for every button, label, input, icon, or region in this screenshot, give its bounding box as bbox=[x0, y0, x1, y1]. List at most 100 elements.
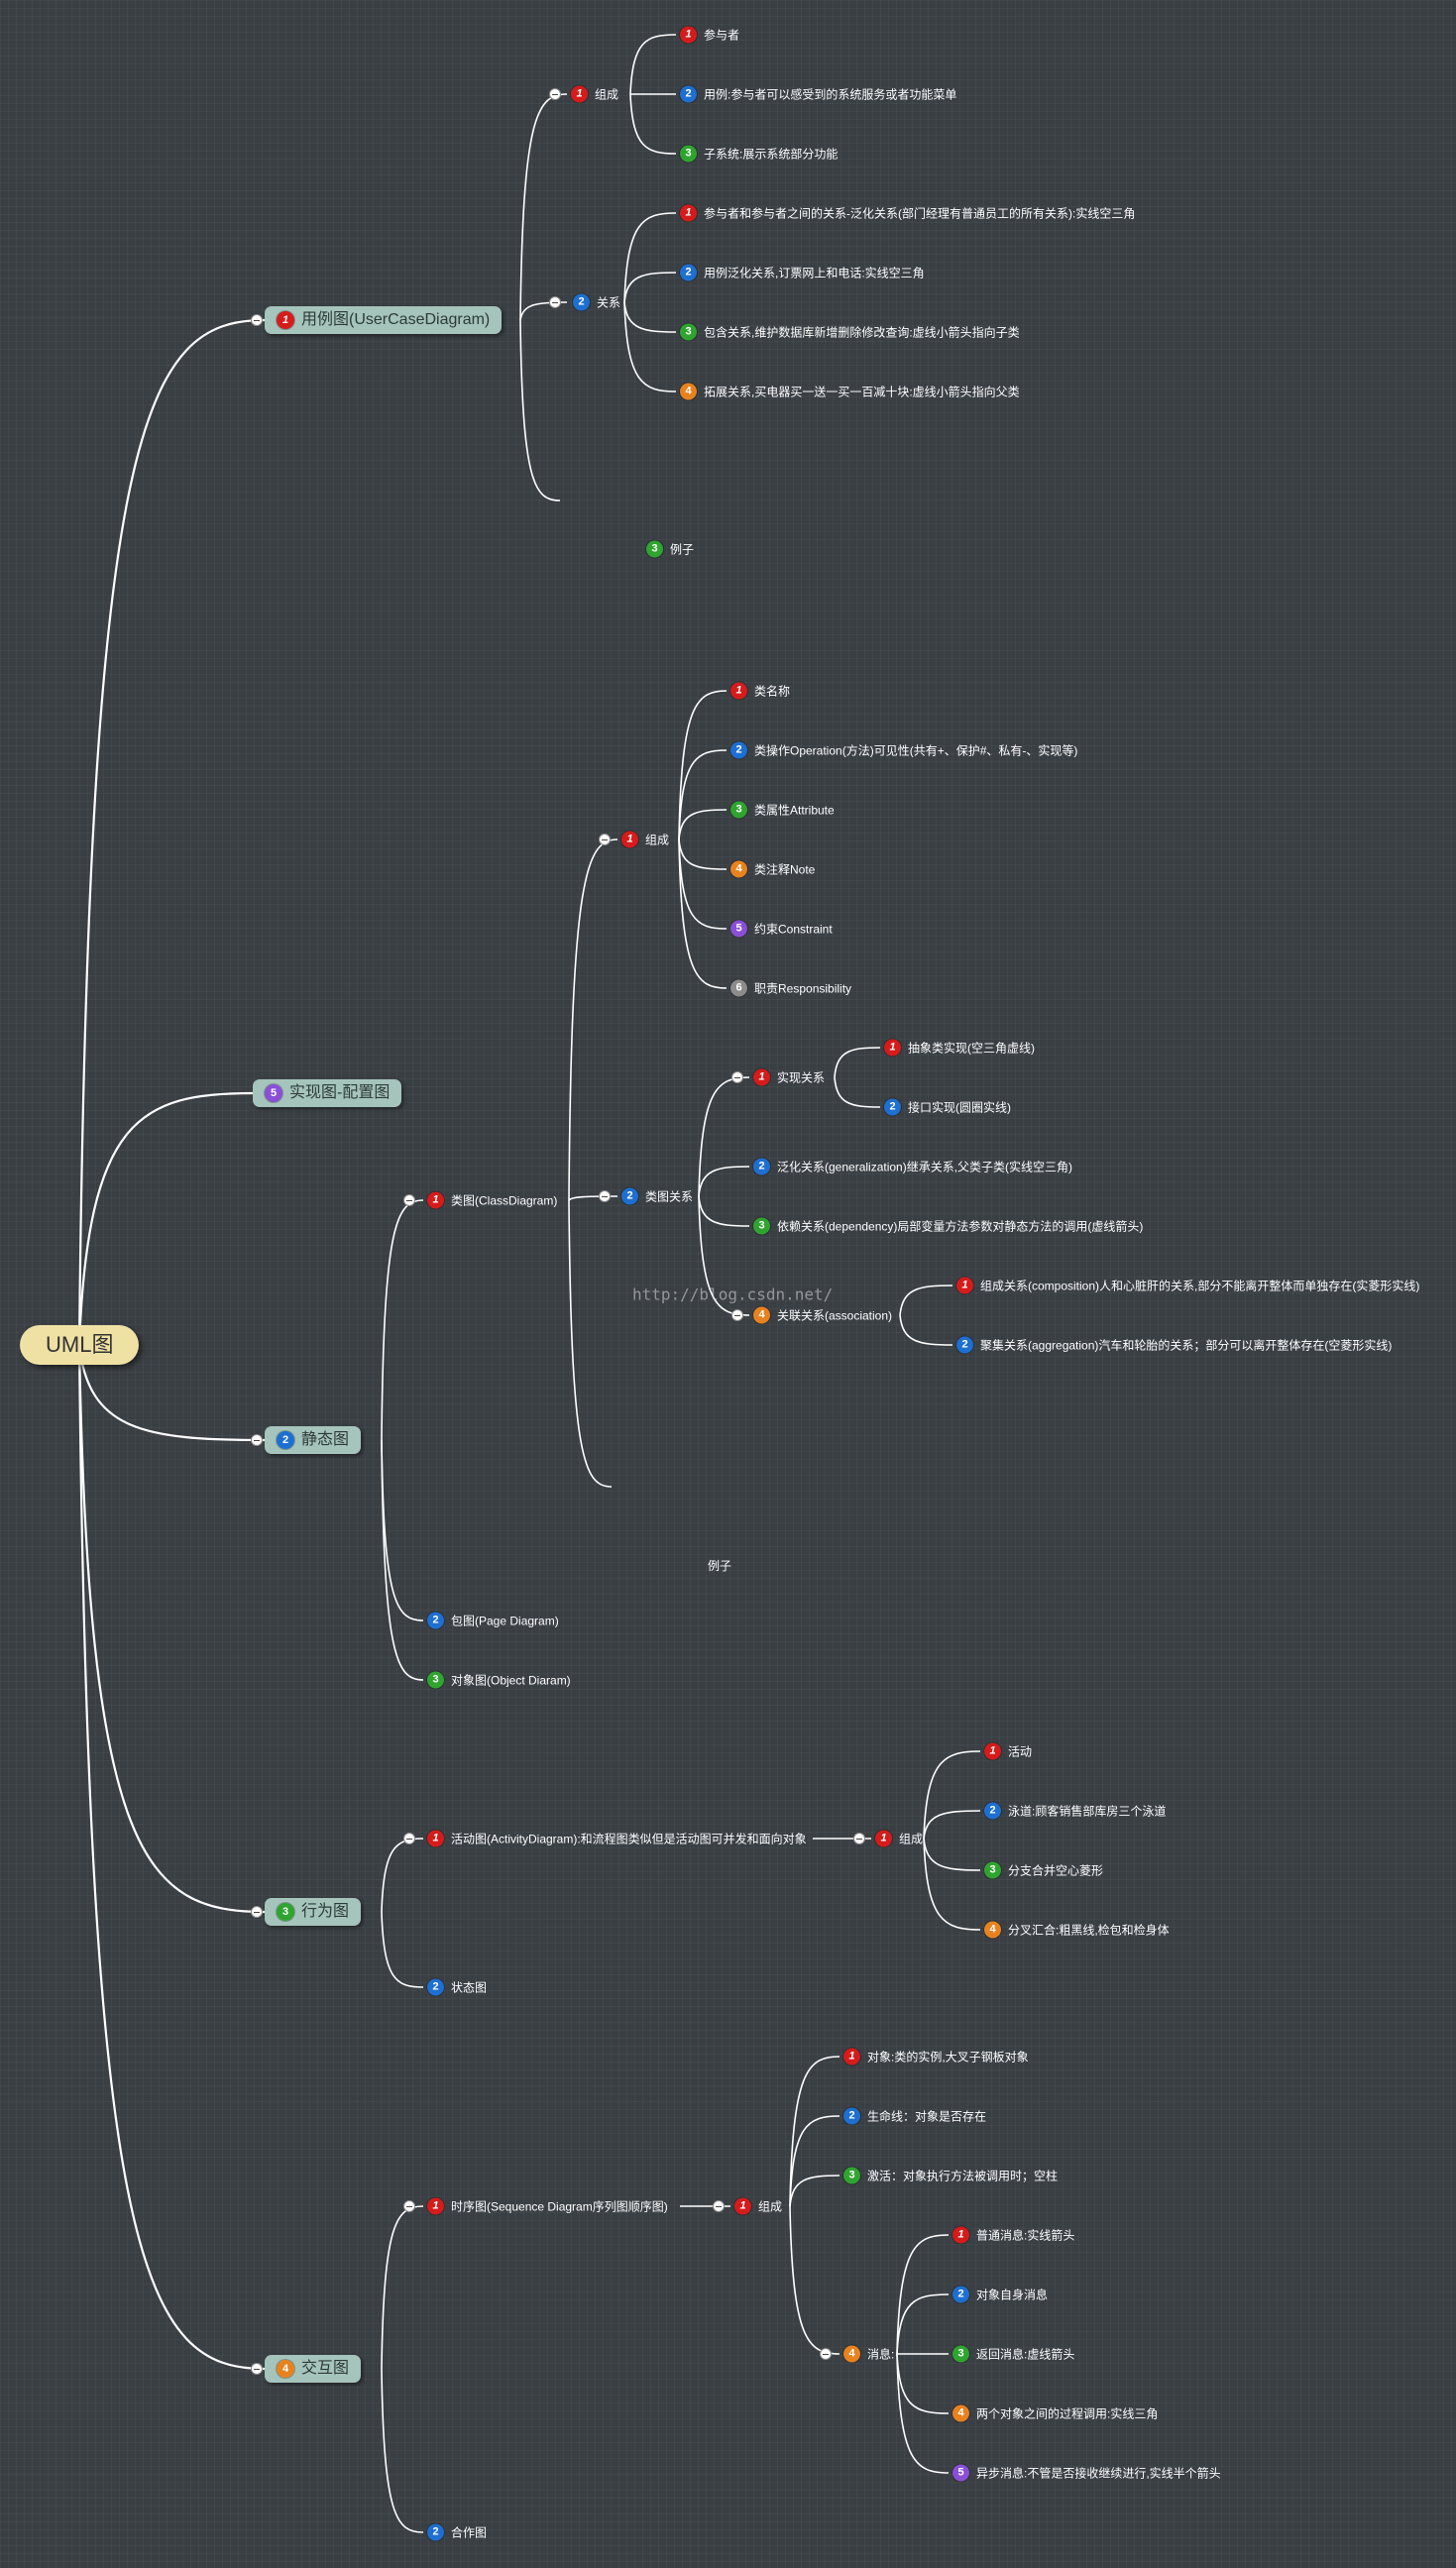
connector-line bbox=[381, 2205, 424, 2370]
connector-line bbox=[678, 690, 728, 840]
priority-1-icon: 1 bbox=[730, 682, 747, 700]
priority-2-icon: 2 bbox=[427, 2523, 444, 2541]
collapse-toggle-icon[interactable] bbox=[731, 1309, 743, 1321]
collapse-toggle-icon[interactable] bbox=[549, 296, 561, 308]
collapse-toggle-icon[interactable] bbox=[599, 834, 611, 845]
priority-3-icon: 3 bbox=[427, 1671, 444, 1689]
collapse-toggle-icon[interactable] bbox=[403, 1194, 415, 1206]
priority-1-icon: 1 bbox=[875, 1830, 892, 1847]
generalization-relation-node-label: 泛化关系(generalization)继承关系,父类子类(实线空三角) bbox=[777, 1160, 1073, 1173]
collapse-toggle-icon[interactable] bbox=[820, 2348, 832, 2360]
usecase-diagram-node-label: 用例图(UserCaseDiagram) bbox=[301, 311, 491, 328]
sequence-item-activation-label: 激活：对象执行方法被调用时；空柱 bbox=[867, 2169, 1059, 2182]
usecase-relation-usecase-generalization-label: 用例泛化关系,订票网上和电话:实线空三角 bbox=[704, 266, 925, 279]
connector-line bbox=[623, 212, 677, 303]
priority-1-icon: 1 bbox=[621, 831, 638, 848]
collapse-toggle-icon[interactable] bbox=[731, 1071, 743, 1083]
realization-interface-label: 接口实现(圆圈实线) bbox=[908, 1100, 1011, 1114]
priority-3-icon: 3 bbox=[843, 2167, 860, 2184]
root-node[interactable]: UML图 bbox=[20, 1325, 140, 1365]
collapse-toggle-icon[interactable] bbox=[713, 2200, 725, 2212]
priority-4-icon: 4 bbox=[984, 1921, 1001, 1939]
activity-composition-node[interactable]: 1 组成 bbox=[875, 1830, 924, 1847]
priority-2-icon: 2 bbox=[984, 1802, 1001, 1820]
realization-interface[interactable]: 2 接口实现(圆圈实线) bbox=[884, 1098, 1011, 1116]
priority-2-icon: 2 bbox=[277, 1431, 294, 1449]
dependency-relation-node-label: 依赖关系(dependency)局部变量方法参数对静态方法的调用(虚线箭头) bbox=[777, 1219, 1144, 1233]
connector-line bbox=[623, 272, 677, 303]
collapse-toggle-icon[interactable] bbox=[599, 1190, 611, 1202]
collapse-toggle-icon[interactable] bbox=[251, 314, 263, 326]
connector-line bbox=[899, 1314, 953, 1346]
collapse-toggle-icon[interactable] bbox=[403, 2200, 415, 2212]
connector-line bbox=[568, 838, 618, 1201]
priority-1-icon: 1 bbox=[680, 204, 697, 222]
collapse-toggle-icon[interactable] bbox=[251, 2363, 263, 2375]
collapse-toggle-icon[interactable] bbox=[403, 1833, 415, 1844]
collapse-toggle-icon[interactable] bbox=[251, 1434, 263, 1446]
realization-relation-node-label: 实现关系 bbox=[777, 1070, 826, 1084]
connector-line bbox=[899, 1284, 953, 1316]
collapse-toggle-icon[interactable] bbox=[251, 1906, 263, 1918]
sequence-item-activation[interactable]: 3 激活：对象执行方法被调用时；空柱 bbox=[843, 2167, 1059, 2184]
activity-composition-node-label: 组成 bbox=[899, 1832, 924, 1845]
priority-2-icon: 2 bbox=[884, 1098, 901, 1116]
class-example-node[interactable]: 例子 bbox=[708, 1558, 731, 1574]
connector-line bbox=[678, 749, 728, 840]
collapse-toggle-icon[interactable] bbox=[549, 88, 561, 100]
collapse-toggle-icon[interactable] bbox=[853, 1833, 865, 1844]
connector-line bbox=[629, 93, 677, 155]
class-item-operation-label: 类操作Operation(方法)可见性(共有+、保护#、私有-、实现等) bbox=[754, 743, 1078, 757]
